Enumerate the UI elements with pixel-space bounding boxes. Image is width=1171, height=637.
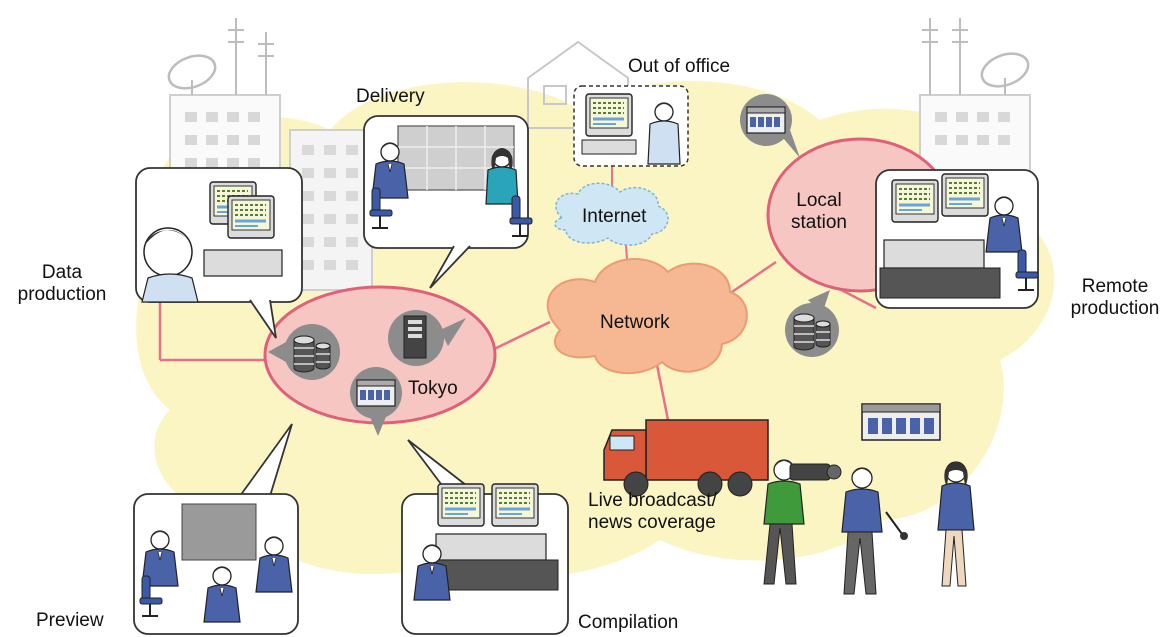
data-production-line1: Data: [41, 262, 83, 283]
remote-production-line2: production: [1070, 298, 1160, 319]
live-label: Live broadcast/ news coverage: [588, 490, 717, 534]
internet-cloud: [554, 182, 669, 246]
live-line1: Live broadcast/: [588, 490, 717, 511]
remote-production-line1: Remote: [1081, 276, 1149, 297]
broadcast-building-right: [919, 18, 1031, 196]
delivery-label: Delivery: [356, 86, 425, 107]
local-station-label: Local station: [774, 190, 864, 234]
remote-storage-icon: [785, 290, 839, 357]
out-of-office-label: Out of office: [628, 56, 731, 77]
truck-icon: [603, 419, 769, 497]
network-links: [158, 260, 877, 421]
data-production-label: Data production: [14, 262, 110, 306]
field-building-icon: [861, 403, 941, 441]
local-station-line1: Local: [796, 190, 842, 211]
remote-production-scene: [875, 169, 1039, 309]
network-cloud: [546, 258, 748, 375]
preview-label: Preview: [36, 610, 104, 631]
live-line2: news coverage: [588, 512, 716, 533]
compilation-scene: [401, 439, 569, 635]
building-icon: [350, 367, 402, 436]
data-production-scene: [135, 167, 303, 339]
storage-icon: [268, 324, 340, 380]
data-production-line2: production: [17, 284, 107, 305]
local-station-line2: station: [791, 212, 847, 233]
compilation-label: Compilation: [578, 612, 679, 633]
camera-crew-icon: [763, 459, 975, 595]
network-label: Network: [600, 312, 670, 333]
server-icon: [388, 310, 466, 366]
local-station-building-icon: [740, 94, 800, 158]
out-of-office-scene: [573, 85, 689, 167]
tokyo-label: Tokyo: [408, 378, 458, 399]
delivery-scene: [363, 115, 533, 289]
office-tower: [289, 129, 373, 291]
preview-scene: [133, 423, 299, 635]
internet-label: Internet: [582, 206, 647, 227]
remote-production-label: Remote production: [1060, 276, 1170, 320]
